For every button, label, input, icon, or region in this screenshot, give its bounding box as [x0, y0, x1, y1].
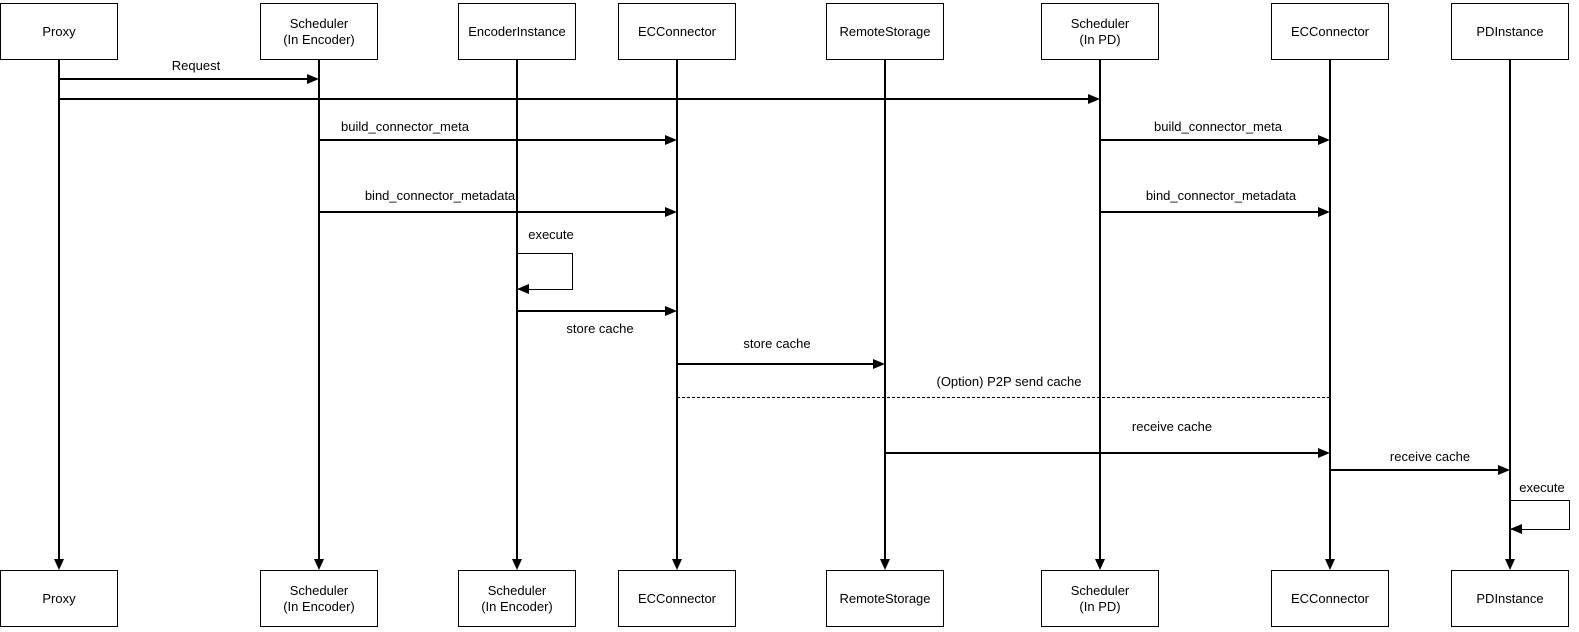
- lifeline-end-arrow-proxy: [54, 559, 64, 570]
- message-build-connector-meta-pd-label: build_connector_meta: [1154, 119, 1282, 134]
- actor-bottom-box-ec-connector-encoder: ECConnector: [618, 570, 736, 627]
- message-bind-connector-metadata-pd-label: bind_connector_metadata: [1145, 188, 1297, 203]
- message-request-arrowhead: [307, 74, 319, 84]
- actor-top-label-encoder-instance: EncoderInstance: [468, 23, 566, 39]
- actor-bottom-label-ec-connector-pd: ECConnector: [1290, 590, 1370, 606]
- actor-top-box-ec-connector-encoder: ECConnector: [618, 3, 736, 60]
- message-receive-cache-2-line: [1330, 469, 1500, 471]
- message-receive-cache-1-arrowhead: [1318, 448, 1330, 458]
- actor-top-box-ec-connector-pd: ECConnector: [1271, 3, 1389, 60]
- message-request-line: [59, 78, 309, 80]
- actor-top-box-scheduler-encoder: Scheduler (In Encoder): [260, 3, 378, 60]
- actor-bottom-label-remote-storage: RemoteStorage: [839, 590, 931, 606]
- actor-bottom-box-encoder-instance: Scheduler (In Encoder): [458, 570, 576, 627]
- actor-bottom-label-pd-instance: PDInstance: [1476, 590, 1544, 606]
- message-receive-cache-1-line: [885, 452, 1320, 454]
- message-p2p-send-cache-dashed-line: [677, 397, 1330, 398]
- lifeline-ec-connector-pd: [1329, 60, 1331, 559]
- actor-bottom-label-scheduler-pd: Scheduler (In PD): [1070, 582, 1130, 614]
- actor-top-box-proxy: Proxy: [0, 3, 118, 60]
- actor-top-label-remote-storage: RemoteStorage: [839, 23, 931, 39]
- actor-top-box-scheduler-pd: Scheduler (In PD): [1041, 3, 1159, 60]
- actor-bottom-label-scheduler-encoder: Scheduler (In Encoder): [283, 582, 355, 614]
- message-store-cache-2-line: [677, 363, 875, 365]
- actor-bottom-box-ec-connector-pd: ECConnector: [1271, 570, 1389, 627]
- actor-bottom-box-scheduler-pd: Scheduler (In PD): [1041, 570, 1159, 627]
- message-bind-connector-metadata-encoder-line: [319, 211, 667, 213]
- lifeline-end-arrow-ec-connector-pd: [1325, 559, 1335, 570]
- lifeline-proxy: [58, 60, 60, 559]
- message-receive-cache-2-label: receive cache: [1389, 449, 1471, 464]
- message-receive-cache-1-label: receive cache: [1131, 419, 1213, 434]
- actor-top-label-ec-connector-pd: ECConnector: [1290, 23, 1370, 39]
- lifeline-end-arrow-remote-storage: [880, 559, 890, 570]
- lifeline-scheduler-pd: [1099, 60, 1101, 559]
- message-execute-pd-label: execute: [1519, 480, 1565, 495]
- message-receive-cache-2-arrowhead: [1498, 465, 1510, 475]
- message-execute-pd-self-loop: [1510, 500, 1570, 530]
- message-store-cache-1-arrowhead: [665, 306, 677, 316]
- message-build-connector-meta-encoder-line: [319, 139, 667, 141]
- actor-bottom-label-ec-connector-encoder: ECConnector: [637, 590, 717, 606]
- actor-bottom-label-proxy: Proxy: [42, 590, 76, 606]
- message-store-cache-1-label: store cache: [566, 321, 634, 336]
- lifeline-end-arrow-pd-instance: [1505, 559, 1515, 570]
- message-execute-encoder-arrowhead: [517, 284, 529, 294]
- message-build-connector-meta-pd-line: [1100, 139, 1320, 141]
- message-build-connector-meta-pd-arrowhead: [1318, 135, 1330, 145]
- lifeline-end-arrow-ec-connector-encoder: [672, 559, 682, 570]
- message-execute-encoder-self-loop: [517, 253, 573, 290]
- actor-bottom-box-scheduler-encoder: Scheduler (In Encoder): [260, 570, 378, 627]
- message-build-connector-meta-encoder-arrowhead: [665, 135, 677, 145]
- message-execute-encoder-label: execute: [528, 227, 574, 242]
- message-proxy-to-scheduler-pd-arrowhead: [1088, 94, 1100, 104]
- actor-top-label-scheduler-encoder: Scheduler (In Encoder): [283, 15, 355, 47]
- lifeline-pd-instance: [1509, 60, 1511, 559]
- actor-top-label-scheduler-pd: Scheduler (In PD): [1070, 15, 1130, 47]
- message-execute-pd-arrowhead: [1510, 524, 1522, 534]
- message-p2p-send-cache-label: (Option) P2P send cache: [936, 374, 1082, 389]
- message-store-cache-2-label: store cache: [743, 336, 811, 351]
- message-store-cache-1-line: [517, 310, 667, 312]
- lifeline-end-arrow-encoder-instance: [512, 559, 522, 570]
- message-store-cache-2-arrowhead: [873, 359, 885, 369]
- message-bind-connector-metadata-encoder-arrowhead: [665, 207, 677, 217]
- lifeline-scheduler-encoder: [318, 60, 320, 559]
- message-proxy-to-scheduler-pd-line: [59, 98, 1090, 100]
- actor-bottom-box-remote-storage: RemoteStorage: [826, 570, 944, 627]
- actor-top-label-pd-instance: PDInstance: [1476, 23, 1544, 39]
- lifeline-end-arrow-scheduler-encoder: [314, 559, 324, 570]
- message-bind-connector-metadata-encoder-label: bind_connector_metadata: [364, 188, 516, 203]
- actor-bottom-box-pd-instance: PDInstance: [1451, 570, 1569, 627]
- actor-top-label-ec-connector-encoder: ECConnector: [637, 23, 717, 39]
- message-bind-connector-metadata-pd-line: [1100, 211, 1320, 213]
- actor-top-label-proxy: Proxy: [42, 23, 76, 39]
- actor-top-box-remote-storage: RemoteStorage: [826, 3, 944, 60]
- lifeline-encoder-instance: [516, 60, 518, 559]
- actor-bottom-label-encoder-instance: Scheduler (In Encoder): [481, 582, 553, 614]
- actor-bottom-box-proxy: Proxy: [0, 570, 118, 627]
- message-request-label: Request: [171, 58, 221, 73]
- actor-top-box-pd-instance: PDInstance: [1451, 3, 1569, 60]
- message-build-connector-meta-encoder-label: build_connector_meta: [341, 119, 469, 134]
- message-bind-connector-metadata-pd-arrowhead: [1318, 207, 1330, 217]
- lifeline-remote-storage: [884, 60, 886, 559]
- actor-top-box-encoder-instance: EncoderInstance: [458, 3, 576, 60]
- lifeline-end-arrow-scheduler-pd: [1095, 559, 1105, 570]
